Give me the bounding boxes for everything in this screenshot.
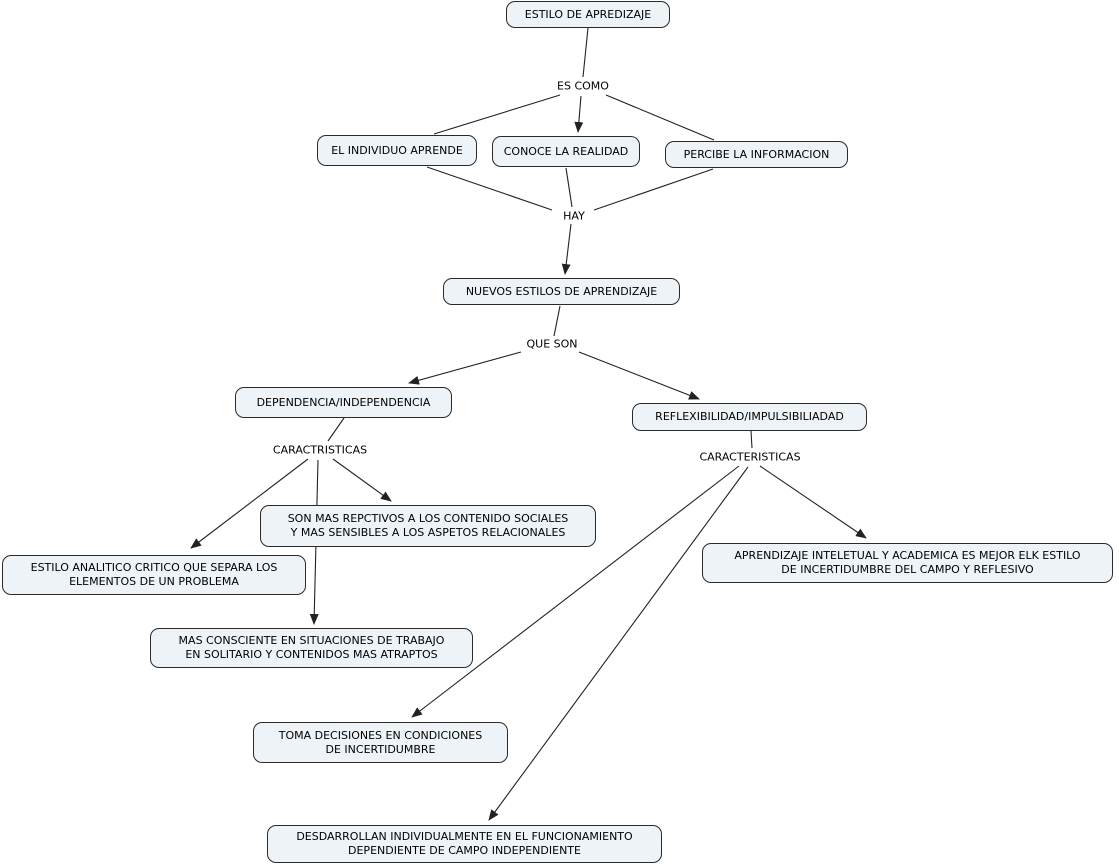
concept-node-nuevos-estilos-de-aprendizaje[interactable]: NUEVOS ESTILOS DE APRENDIZAJE xyxy=(443,278,680,305)
concept-node-label: ESTILO DE APREDIZAJE xyxy=(524,7,652,21)
concept-node-label: NUEVOS ESTILOS DE APRENDIZAJE xyxy=(465,284,658,298)
linking-phrase-caractristicas-left[interactable]: CARACTRISTICAS xyxy=(270,443,370,457)
concept-node-estilo-de-apredizaje[interactable]: ESTILO DE APREDIZAJE xyxy=(506,1,670,28)
concept-node-percibe-la-informacion[interactable]: PERCIBE LA INFORMACION xyxy=(665,141,848,168)
concept-node-label: PERCIBE LA INFORMACION xyxy=(683,147,830,161)
connector-line-15 xyxy=(750,430,753,449)
connector-line-14 xyxy=(332,458,392,502)
connector-line-16 xyxy=(411,465,740,718)
concept-node-label: TOMA DECISIONES EN CONDICIONES xyxy=(278,728,483,742)
linking-phrase-es-como[interactable]: ES COMO xyxy=(555,79,611,93)
linking-phrase-caracteristicas-right[interactable]: CARACTERISTICAS xyxy=(697,450,803,464)
connector-line-8 xyxy=(553,305,561,337)
connector-line-2 xyxy=(574,95,584,133)
connector-line-18 xyxy=(759,465,867,539)
linking-phrase-que-son[interactable]: QUE SON xyxy=(524,337,580,351)
concept-node-label: SON MAS REPCTIVOS A LOS CONTENIDO SOCIAL… xyxy=(287,512,569,525)
concept-node-label: REFLEXIBILIDAD/IMPULSIBILIADAD xyxy=(655,410,844,423)
connector-line-7 xyxy=(561,223,572,275)
concept-node-label: DESDARROLLAN INDIVIDUALMENTE EN EL FUNCI… xyxy=(296,830,633,843)
connector-line-4 xyxy=(426,166,553,211)
concept-node-label: ELEMENTOS DE UN PROBLEMA xyxy=(69,575,239,588)
concept-node-label: MAS CONSCIENTE EN SITUACIONES DE TRABAJO xyxy=(178,634,445,647)
connector-line-3 xyxy=(605,94,715,141)
connector-line-12 xyxy=(190,458,309,549)
concept-node-mas-consciente[interactable]: MAS CONSCIENTE EN SITUACIONES DE TRABAJO… xyxy=(150,628,473,668)
concept-node-label: CONOCE LA REALIDAD xyxy=(503,144,629,158)
concept-node-label: Y MAS SENSIBLES A LOS ASPETOS RELACIONAL… xyxy=(290,526,566,539)
concept-node-label: APRENDIZAJE INTELETUAL Y ACADEMICA ES ME… xyxy=(734,549,1081,562)
concept-node-label: DE INCERTIDUMBRE xyxy=(325,742,436,756)
concept-node-dependencia-independencia[interactable]: DEPENDENCIA/INDEPENDENCIA xyxy=(235,387,452,418)
concept-node-conoce-la-realidad[interactable]: CONOCE LA REALIDAD xyxy=(492,136,640,167)
concept-node-label: EN SOLITARIO Y CONTENIDOS MAS ATRAPTOS xyxy=(185,648,438,661)
concept-node-desdarrollan-individualmente[interactable]: DESDARROLLAN INDIVIDUALMENTE EN EL FUNCI… xyxy=(267,825,662,863)
connector-line-11 xyxy=(327,417,345,442)
concept-node-el-individuo-aprende[interactable]: EL INDIVIDUO APRENDE xyxy=(317,135,477,166)
concept-node-label: DEPENDENCIA/INDEPENDENCIA xyxy=(256,395,431,409)
connector-line-1 xyxy=(433,94,561,135)
connector-line-9 xyxy=(408,351,522,385)
concept-node-son-mas-repctivos[interactable]: SON MAS REPCTIVOS A LOS CONTENIDO SOCIAL… xyxy=(260,505,596,547)
concept-node-aprendizaje-inteletual[interactable]: APRENDIZAJE INTELETUAL Y ACADEMICA ES ME… xyxy=(702,543,1113,583)
connector-line-5 xyxy=(565,167,573,208)
connector-line-17 xyxy=(488,466,749,821)
connector-line-6 xyxy=(593,168,714,211)
connector-line-0 xyxy=(582,27,589,78)
concept-node-label: DEPENDIENTE DE CAMPO INDEPENDIENTE xyxy=(348,844,581,857)
concept-node-label: EL INDIVIDUO APRENDE xyxy=(331,143,463,157)
connector-line-10 xyxy=(578,351,700,400)
concept-node-label: DE INCERTIDUMBRE DEL CAMPO Y REFLESIVO xyxy=(781,563,1034,576)
concept-node-reflexibilidad-impulsibiliadad[interactable]: REFLEXIBILIDAD/IMPULSIBILIADAD xyxy=(632,403,867,431)
linking-phrase-hay[interactable]: HAY xyxy=(561,209,587,223)
concept-node-label: ESTILO ANALITICO CRITICO QUE SEPARA LOS xyxy=(30,561,278,574)
